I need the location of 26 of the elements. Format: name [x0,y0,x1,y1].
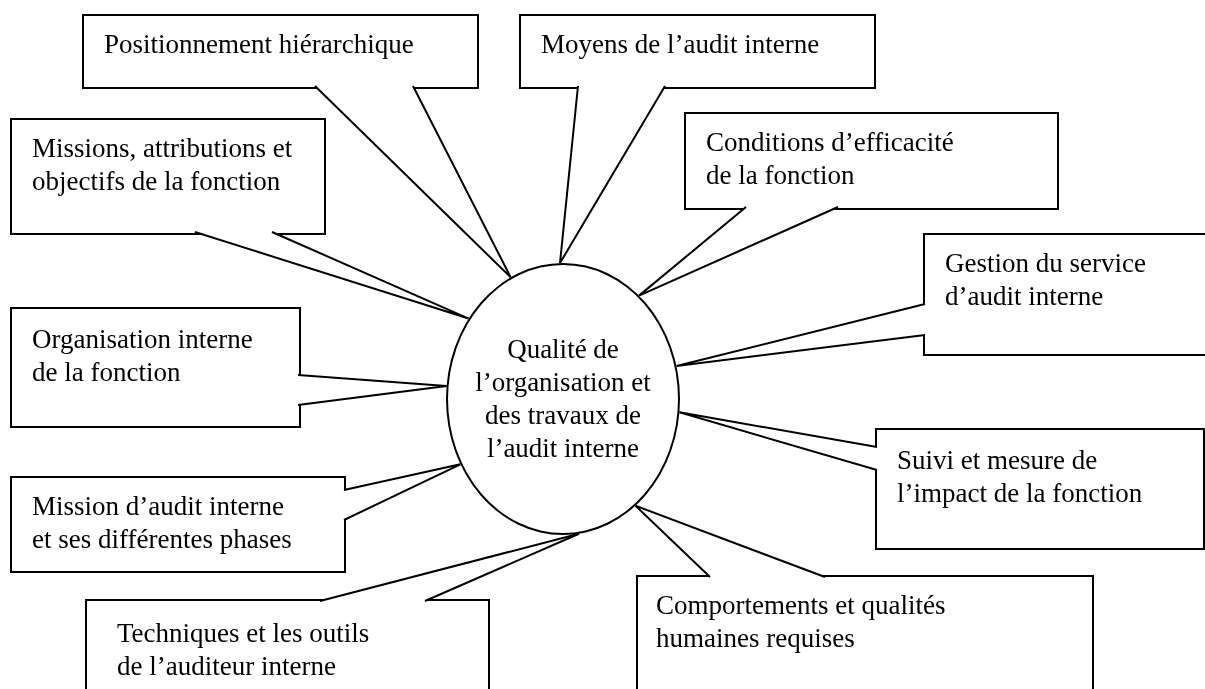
node-text: Moyens de l’audit interne [541,28,821,61]
node-text: Suivi et mesure de l’impact de la fonction [897,444,1144,510]
central-ellipse [446,263,680,535]
callout-box [10,307,301,428]
callout-pointer [638,206,839,297]
node-text: Gestion du service d’audit interne [945,247,1147,313]
node-text: Positionnement hiérarchique [104,28,415,61]
callout-pointer [297,374,448,406]
callout-box [10,118,326,235]
node-text: Techniques et les outils de l’auditeur interne [117,617,371,683]
node-text: Organisation interne de la fonction [32,323,254,389]
callout-pointer [194,231,470,320]
callout-box [82,14,479,89]
node-text: Qualité de l’organisation et des travaux de l’audit interne [474,333,652,465]
callout-pointer [314,85,512,279]
callout-box [10,476,346,573]
callout-pointer [634,504,826,578]
node-text: Mission d’audit interne et ses différentes phases [32,490,293,556]
callout-box [923,233,1205,356]
node-text: Comportements et qualités humaines requises [656,589,947,655]
callout-box [875,428,1205,550]
callout-box [519,14,876,89]
callout-pointer [559,85,666,265]
node-text: Conditions d’efficacité de la fonction [706,126,955,192]
callout-pointer [343,463,462,521]
node-text: Missions, attributions et objectifs de la fonction [32,132,294,198]
